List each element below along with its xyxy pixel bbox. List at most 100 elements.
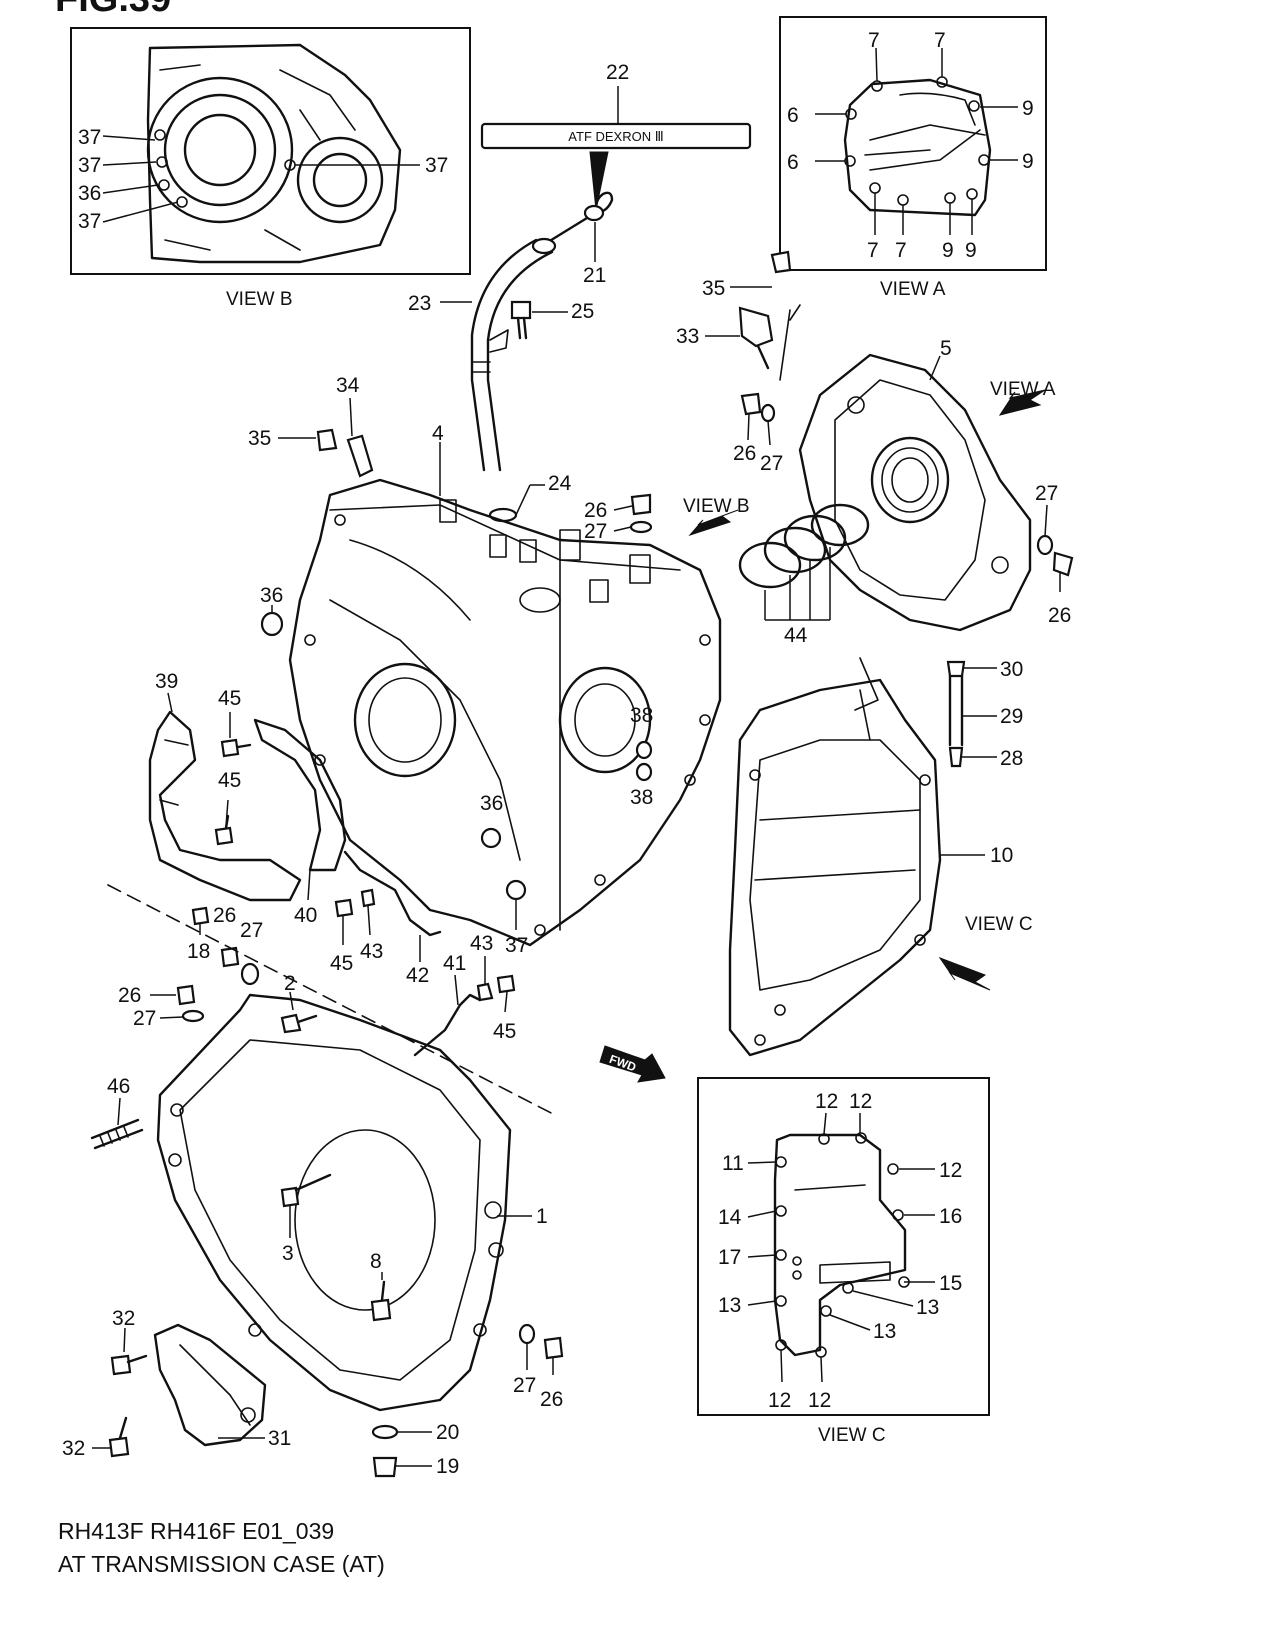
callout-view-a-9d: 9 [965, 239, 977, 262]
pipe-41: 41 43 45 [413, 932, 516, 1057]
callout-26a: 26 [584, 499, 607, 522]
callout-view-b-37b: 37 [78, 154, 101, 177]
callout-27c: 27 [240, 919, 263, 942]
diagram-caption: RH413F RH416F E01_039 AT TRANSMISSION CA… [58, 1515, 385, 1581]
plug-36-left: 36 [260, 584, 283, 637]
callout-view-b-37a: 37 [78, 126, 101, 149]
callout-26e: 26 [540, 1388, 563, 1411]
callout-27e: 27 [513, 1374, 536, 1397]
callout-30: 30 [1000, 658, 1023, 681]
callout-46: 46 [107, 1075, 130, 1098]
callout-view-c-14: 14 [718, 1206, 742, 1229]
callout-44: 44 [784, 624, 808, 647]
callout-37a: 37 [505, 934, 528, 957]
callout-view-a-7a: 7 [868, 29, 880, 52]
callout-view-a-9c: 9 [942, 239, 954, 262]
callout-38b: 38 [630, 786, 653, 809]
drain-plug-19-20: 20 19 [371, 1421, 459, 1478]
view-c-inset: 12 12 11 12 14 16 17 15 13 13 13 12 12 [697, 1077, 990, 1416]
converter-case-1: 1 2 3 8 [156, 972, 548, 1412]
callout-43a: 43 [360, 940, 383, 963]
view-a-caption: VIEW A [880, 279, 946, 300]
callout-view-a-9b: 9 [1022, 150, 1034, 173]
callout-view-c-11: 11 [722, 1152, 744, 1175]
callout-24: 24 [548, 472, 572, 495]
callout-40: 40 [294, 904, 317, 927]
accumulator-springs: 44 [738, 503, 870, 647]
oil-pan-10: 10 [728, 657, 1013, 1057]
callout-45a: 45 [218, 687, 241, 710]
view-a-inset: 7 7 6 9 6 9 7 7 9 9 [779, 16, 1047, 271]
cover-39: 39 [148, 670, 302, 902]
bolts-32: 32 32 [62, 1307, 148, 1460]
callout-3: 3 [282, 1242, 294, 1265]
callout-31: 31 [268, 1427, 291, 1450]
caption-code: RH413F RH416F E01_039 [58, 1518, 335, 1544]
fwd-text: FWD [608, 1052, 639, 1075]
torque-converter-housing: 5 VIEW A [798, 337, 1056, 632]
callout-27b: 27 [760, 452, 783, 475]
bolts-45-left: 45 45 [214, 687, 252, 846]
callout-4: 4 [432, 422, 444, 445]
plug-37: 37 [505, 879, 528, 957]
fwd-badge: FWD [599, 1045, 666, 1083]
callout-view-a-7d: 7 [895, 239, 907, 262]
atf-label-text: ATF DEXRON Ⅲ [568, 129, 663, 144]
seals-38: 38 38 [630, 704, 653, 809]
callout-28: 28 [1000, 747, 1023, 770]
pins-28-29-30: 30 29 28 [946, 658, 1023, 770]
plug-26-27-left: 26 27 [118, 984, 205, 1030]
callout-view-b-37c: 37 [425, 154, 448, 177]
callout-view-c-15: 15 [939, 1272, 962, 1295]
callout-8: 8 [370, 1250, 382, 1273]
callout-19: 19 [436, 1455, 459, 1478]
callout-36b: 36 [480, 792, 503, 815]
callout-36a: 36 [260, 584, 283, 607]
callout-45d: 45 [493, 1020, 516, 1043]
plug-26-27-lower: 27 26 [513, 1323, 563, 1411]
plug-26-27-right: 27 26 [1035, 482, 1074, 627]
callout-43b: 43 [470, 932, 493, 955]
callout-27f: 27 [1035, 482, 1058, 505]
caption-name: AT TRANSMISSION CASE (AT) [58, 1551, 385, 1577]
callout-32b: 32 [62, 1437, 85, 1460]
figure-title: FIG.39 [55, 0, 171, 21]
sensor-33: 35 33 [676, 250, 801, 381]
callout-view-a-6a: 6 [787, 104, 799, 127]
callout-view-c-17: 17 [718, 1246, 741, 1269]
callout-39: 39 [155, 670, 178, 693]
dipstick-assembly: 21 23 24 25 [408, 191, 614, 523]
callout-32a: 32 [112, 1307, 135, 1330]
callout-26b: 26 [733, 442, 756, 465]
cover-40: 40 [253, 718, 347, 927]
callout-38a: 38 [630, 704, 653, 727]
callout-10: 10 [990, 844, 1013, 867]
callout-2: 2 [284, 972, 296, 995]
callout-23: 23 [408, 292, 431, 315]
callout-view-b-37d: 37 [78, 210, 101, 233]
callout-view-b-36: 36 [78, 182, 101, 205]
callout-view-c-12e: 12 [808, 1389, 831, 1412]
view-b-inset: 37 37 37 36 37 [70, 27, 471, 275]
callout-view-c-12c: 12 [939, 1159, 962, 1182]
callout-22: 22 [606, 61, 629, 84]
callout-20: 20 [436, 1421, 459, 1444]
callout-view-a-7b: 7 [934, 29, 946, 52]
view-b-arrow-label: VIEW B [683, 496, 750, 517]
view-b-arrow: VIEW B [683, 496, 750, 537]
callout-35b: 35 [702, 277, 725, 300]
callout-view-c-13b: 13 [916, 1296, 939, 1319]
callout-5: 5 [940, 337, 952, 360]
view-c-arrow-label: VIEW C [965, 914, 1033, 935]
callout-view-a-9a: 9 [1022, 97, 1034, 120]
callout-26f: 26 [1048, 604, 1071, 627]
plug-26-27-upper: 26 27 [733, 392, 783, 475]
view-a-arrow-label: VIEW A [990, 379, 1056, 400]
bolt-25 [510, 300, 532, 340]
callout-26c: 26 [213, 904, 236, 927]
callout-45c: 45 [330, 952, 353, 975]
callout-26d: 26 [118, 984, 141, 1007]
callout-1: 1 [536, 1205, 548, 1228]
view-b-caption: VIEW B [226, 289, 293, 310]
callout-21: 21 [583, 264, 606, 287]
